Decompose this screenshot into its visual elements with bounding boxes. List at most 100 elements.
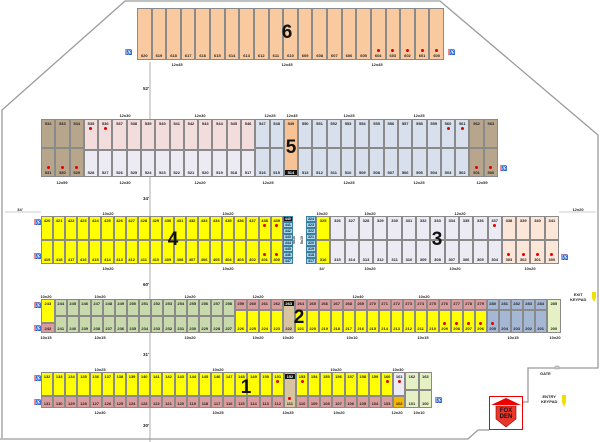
unit-247[interactable]: 247: [90, 299, 103, 316]
unit-555[interactable]: 555: [369, 119, 384, 148]
unit-268[interactable]: 268: [342, 299, 355, 310]
unit-446[interactable]: 446: [282, 252, 293, 258]
unit-527[interactable]: 527: [98, 149, 113, 177]
unit-301[interactable]: 301: [530, 240, 545, 264]
unit-606[interactable]: 606: [341, 8, 357, 60]
unit-429[interactable]: 429: [149, 216, 162, 240]
unit-147[interactable]: 147: [223, 372, 236, 397]
unit-335[interactable]: 335: [458, 216, 474, 240]
unit-420[interactable]: 420: [41, 216, 54, 240]
unit-300[interactable]: 300: [544, 240, 559, 264]
unit-562[interactable]: 562: [469, 119, 484, 148]
unit-505[interactable]: 505: [412, 148, 427, 177]
unit-106[interactable]: 106: [344, 396, 357, 408]
unit-419[interactable]: 419: [41, 240, 54, 264]
unit-500[interactable]: 500: [483, 148, 498, 177]
unit-406[interactable]: 406: [198, 240, 211, 264]
unit-328[interactable]: 328: [358, 216, 374, 240]
unit-253[interactable]: 253: [162, 299, 175, 316]
unit-325[interactable]: 325: [316, 216, 331, 240]
unit-554[interactable]: 554: [355, 119, 370, 148]
unit-402[interactable]: 402: [246, 240, 259, 264]
unit-443[interactable]: 443: [282, 234, 293, 240]
unit-279[interactable]: 279: [474, 299, 487, 310]
unit-321[interactable]: 321: [306, 234, 316, 240]
unit-535[interactable]: 535: [83, 119, 99, 150]
unit-615[interactable]: 615: [210, 8, 225, 60]
unit-134[interactable]: 134: [65, 372, 78, 397]
unit-273[interactable]: 273: [402, 299, 415, 310]
unit-322[interactable]: 322: [306, 228, 316, 234]
unit-602[interactable]: 602: [400, 8, 415, 60]
unit-119[interactable]: 119: [186, 396, 199, 408]
unit-140[interactable]: 140: [138, 372, 151, 397]
unit-502[interactable]: 502: [455, 148, 470, 177]
unit-407[interactable]: 407: [186, 240, 199, 264]
unit-618[interactable]: 618: [166, 8, 181, 60]
unit-207[interactable]: 207: [462, 309, 475, 333]
unit-220[interactable]: 220: [306, 309, 319, 333]
unit-616[interactable]: 616: [195, 8, 211, 60]
unit-507[interactable]: 507: [383, 148, 399, 177]
unit-209[interactable]: 209: [438, 309, 451, 333]
unit-227[interactable]: 227: [222, 316, 235, 333]
unit-561[interactable]: 561: [455, 119, 470, 148]
unit-109[interactable]: 109: [308, 396, 321, 408]
unit-145[interactable]: 145: [198, 372, 211, 397]
unit-112[interactable]: 112: [271, 396, 284, 408]
unit-135[interactable]: 135: [77, 372, 90, 397]
unit-304[interactable]: 304: [487, 240, 502, 264]
unit-254[interactable]: 254: [174, 299, 187, 316]
unit-245[interactable]: 245: [66, 299, 79, 316]
unit-523[interactable]: 523: [155, 149, 170, 177]
unit-123[interactable]: 123: [138, 396, 151, 408]
entry-keypad-icon[interactable]: [562, 395, 566, 407]
unit-439[interactable]: 439: [270, 216, 283, 240]
unit-403[interactable]: 403: [234, 240, 247, 264]
unit-336[interactable]: 336: [473, 216, 488, 240]
unit-522[interactable]: 522: [169, 149, 184, 177]
unit-236[interactable]: 236: [114, 316, 127, 333]
unit-432[interactable]: 432: [186, 216, 199, 240]
unit-239[interactable]: 239: [78, 316, 91, 333]
unit-441[interactable]: 441: [282, 222, 293, 228]
unit-232[interactable]: 232: [162, 316, 175, 333]
unit-339[interactable]: 339: [516, 216, 531, 240]
unit-326[interactable]: 326: [330, 216, 345, 240]
unit-412[interactable]: 412: [125, 240, 138, 264]
unit-416[interactable]: 416: [77, 240, 90, 264]
unit-163[interactable]: 163: [418, 372, 432, 390]
unit-315[interactable]: 315: [330, 240, 345, 264]
unit-511[interactable]: 511: [326, 148, 341, 177]
unit-255[interactable]: 255: [186, 299, 199, 316]
unit-414[interactable]: 414: [101, 240, 114, 264]
unit-234[interactable]: 234: [138, 316, 151, 333]
unit-121[interactable]: 121: [162, 396, 175, 408]
unit-231[interactable]: 231: [174, 316, 187, 333]
unit-125[interactable]: 125: [113, 396, 126, 408]
unit-534[interactable]: 534: [69, 119, 84, 148]
unit-421[interactable]: 421: [53, 216, 66, 240]
unit-537[interactable]: 537: [112, 119, 127, 150]
unit-426[interactable]: 426: [113, 216, 126, 240]
unit-612[interactable]: 612: [253, 8, 269, 60]
unit-306[interactable]: 306: [458, 240, 474, 264]
unit-536[interactable]: 536: [98, 119, 113, 150]
unit-205[interactable]: 205: [486, 309, 499, 333]
unit-160[interactable]: 160: [381, 372, 394, 397]
unit-117[interactable]: 117: [211, 396, 224, 408]
unit-281[interactable]: 281: [498, 299, 511, 310]
unit-518[interactable]: 518: [226, 149, 241, 177]
unit-604[interactable]: 604: [370, 8, 386, 60]
unit-113[interactable]: 113: [259, 396, 272, 408]
unit-129[interactable]: 129: [65, 396, 78, 408]
unit-100[interactable]: 100: [418, 390, 432, 408]
unit-277[interactable]: 277: [450, 299, 463, 310]
unit-410[interactable]: 410: [149, 240, 162, 264]
unit-520[interactable]: 520: [198, 149, 213, 177]
unit-413[interactable]: 413: [113, 240, 126, 264]
unit-540[interactable]: 540: [155, 119, 170, 150]
